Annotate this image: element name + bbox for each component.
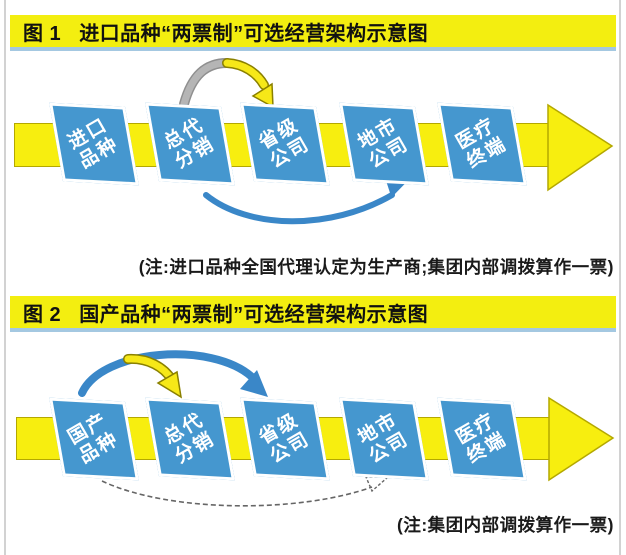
node-city-company: 地市公司 [339, 102, 429, 186]
node-medical-terminal: 医疗终端 [437, 397, 527, 481]
figure2-diagram: 国产品种 总代分销 省级公司 地市公司 医疗终端 [0, 335, 626, 520]
node-general-distributor: 总代分销 [145, 397, 235, 481]
skip-arc-gray-segment [180, 59, 231, 108]
figure2-index: 图 2 [23, 303, 62, 326]
node-general-distributor-label: 总代分销 [160, 114, 219, 173]
node-city-company-label: 地市公司 [354, 409, 413, 468]
skip-arc-yellow-segment [223, 59, 268, 89]
node-medical-terminal-label: 医疗终端 [452, 114, 511, 173]
flow-arrowhead-icon [547, 103, 614, 192]
skip-arc-blue [78, 350, 256, 397]
branch-arrow-yellow-outline [123, 353, 177, 385]
figure1-index: 图 1 [23, 22, 62, 45]
node-general-distributor-label: 总代分销 [160, 409, 219, 468]
node-medical-terminal-label: 医疗终端 [452, 409, 511, 468]
return-swoosh-blue [203, 192, 395, 225]
dashed-return-arrow [101, 480, 373, 507]
node-import-product-label: 进口品种 [64, 114, 123, 173]
branch-arrow-yellow [124, 355, 176, 384]
node-city-company-label: 地市公司 [354, 114, 413, 173]
figure2-title: 国产品种“两票制”可选经营架构示意图 [79, 303, 429, 326]
page-right-border [619, 0, 621, 555]
branch-arrow-yellow-arrowhead-icon [156, 370, 182, 399]
node-general-distributor: 总代分销 [145, 102, 235, 186]
node-domestic-product: 国产品种 [49, 397, 139, 481]
skip-arc-gray-outline [179, 58, 232, 109]
flow-arrowhead-icon [548, 396, 615, 482]
figure1-header-underline [10, 47, 616, 51]
figure1-header: 图 1 进口品种“两票制”可选经营架构示意图 [10, 15, 616, 47]
node-provincial-company-label: 省级公司 [255, 114, 314, 173]
node-domestic-product-label: 国产品种 [64, 409, 123, 468]
node-provincial-company: 省级公司 [240, 102, 330, 186]
figure2-header: 图 2 国产品种“两票制”可选经营架构示意图 [10, 296, 616, 328]
figure1-title: 进口品种“两票制”可选经营架构示意图 [79, 22, 429, 45]
figure2-note: (注:集团内部调拨算作一票) [397, 515, 614, 535]
skip-arc-blue-arrowhead-icon [240, 370, 268, 397]
page-left-border [4, 0, 6, 555]
node-provincial-company-label: 省级公司 [255, 409, 314, 468]
skip-arc-yellow-outline [222, 58, 269, 90]
node-city-company: 地市公司 [339, 397, 429, 481]
figure2-header-underline [10, 328, 616, 332]
node-medical-terminal: 医疗终端 [437, 102, 527, 186]
figure1-note: (注:进口品种全国代理认定为生产商;集团内部调拨算作一票) [138, 257, 614, 277]
node-provincial-company: 省级公司 [240, 397, 330, 481]
node-import-product: 进口品种 [49, 102, 139, 186]
dashed-return-arrowhead-icon [364, 476, 390, 493]
figure1-diagram: 进口品种 总代分销 省级公司 地市公司 医疗终端 [0, 51, 626, 251]
